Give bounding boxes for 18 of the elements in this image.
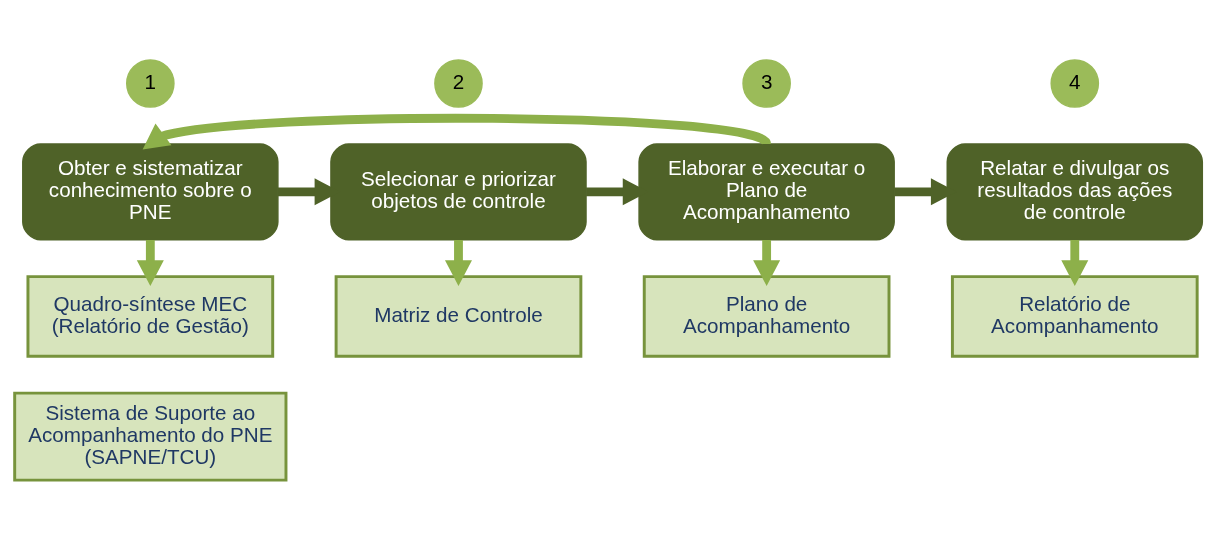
- arrow: [444, 240, 472, 286]
- node-box: Sistema de Suporte ao Acompanhamento do PNE (SAPNE/TCU): [13, 391, 288, 482]
- arrow: [142, 113, 770, 150]
- node-box: Elaborar e executar o Plano de Acompanhamento: [638, 143, 895, 241]
- node-box: Matriz de Controle: [334, 275, 583, 358]
- node-circle: 2: [434, 59, 483, 108]
- node-circle: 4: [1050, 59, 1100, 108]
- node-circle: 1: [126, 59, 175, 108]
- node-box: Obter e sistematizar conhecimento sobre o PNE: [22, 143, 279, 241]
- node-circle: 3: [742, 59, 791, 108]
- arrow: [1061, 240, 1089, 286]
- node-box: Relatar e divulgar os resultados das ações de controle: [946, 143, 1204, 241]
- node-box: Quadro-síntese MEC (Relatório de Gestão): [26, 275, 275, 358]
- arrow: [753, 240, 781, 286]
- node-box: Plano de Acompanhamento: [642, 275, 891, 358]
- node-box: Selecionar e priorizar objetos de controle: [330, 143, 587, 241]
- node-box: Relatório de Acompanhamento: [950, 275, 1199, 358]
- arrow: [136, 240, 164, 286]
